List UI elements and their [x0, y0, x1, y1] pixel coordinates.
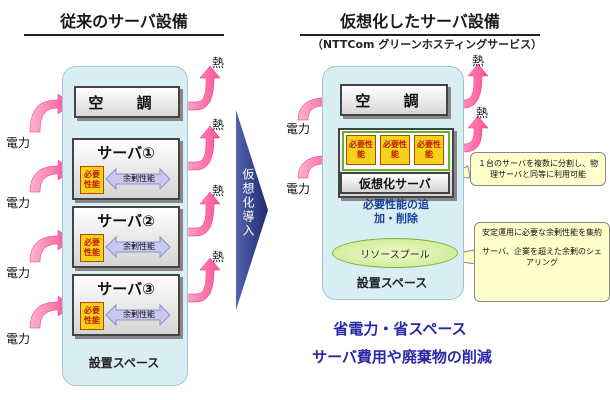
increase-decrease-label: 必要性能の追加・削除 [363, 198, 429, 225]
callout-surplus-sharing: 安定運用に必要な余剰性能を集約 サーバ、企業を超えた余剰のシェアリング [474, 222, 610, 302]
benefit-power-space: 省電力・省スペース [333, 320, 467, 338]
server-1-surplus-arrow [105, 167, 171, 191]
left-heat-label-3: 熱 [212, 184, 225, 198]
right-subtitle: （NTTCom グリーンホスティングサービス） [311, 38, 543, 51]
left-heat-label-2: 熱 [212, 118, 225, 132]
left-heat-arrows [179, 65, 221, 303]
server-2-surplus-label: 余剰性能 [123, 242, 155, 251]
heat-arrow-s2 [179, 191, 221, 237]
heat-arrow-right-server [451, 115, 489, 153]
resource-pool: リソースプール [332, 238, 458, 268]
vm-need-box-2: 必要性能 [380, 135, 410, 165]
left-heat-label-1: 熱 [212, 56, 225, 70]
left-server-1: サーバ① 必要性能 余剰性能 [72, 138, 180, 200]
left-power-label-1: 電力 [6, 136, 31, 150]
heat-arrow-ac [179, 65, 221, 111]
server-1-need-box: 必要性能 [80, 166, 104, 194]
left-ac-label: 空 調 [88, 93, 166, 112]
server-2-title: サーバ② [97, 212, 155, 230]
callout-split-server: １台のサーバを複数に分割し、物理サーバと同等に利用可能 [470, 152, 606, 186]
left-power-label-4: 電力 [6, 332, 31, 346]
callout-surplus-line2: サーバ、企業を超えた余剰のシェアリング [482, 247, 602, 267]
virtualized-server-label: 仮想化サーバ [340, 172, 450, 194]
right-heat-label-2: 熱 [476, 106, 489, 120]
server-3-title: サーバ③ [97, 280, 155, 298]
right-title: 仮想化したサーバ設備 [300, 8, 540, 36]
right-ac-label: 空 調 [355, 91, 433, 110]
server-1-title: サーバ① [97, 144, 155, 162]
left-server-2: サーバ② 必要性能 余剰性能 [72, 206, 180, 268]
left-install-label: 設置スペース [88, 356, 160, 370]
left-server-3: サーバ③ 必要性能 余剰性能 [72, 274, 180, 336]
right-power-label-1: 電力 [286, 122, 311, 136]
right-power-label-2: 電力 [286, 182, 311, 196]
left-power-label-3: 電力 [6, 266, 31, 280]
left-heat-label-4: 熱 [212, 250, 225, 264]
server-3-surplus-arrow [105, 303, 171, 327]
vm-need-box-1: 必要性能 [346, 135, 376, 165]
server-3-need-box: 必要性能 [80, 302, 104, 330]
virtualization-big-arrow [236, 110, 268, 310]
heat-arrow-s3 [179, 257, 221, 303]
right-install-label: 設置スペース [356, 276, 428, 290]
vm-need-box-3: 必要性能 [414, 135, 444, 165]
left-power-label-2: 電力 [6, 196, 31, 210]
right-heat-label-1: 熱 [472, 54, 485, 68]
virtualization-arrow-label: 仮想化導入 [241, 168, 255, 238]
left-title: 従来のサーバ設備 [24, 8, 224, 36]
heat-arrow-right-ac [447, 63, 489, 109]
benefit-cost-waste: サーバ費用や廃棄物の削減 [312, 348, 492, 366]
right-ac-box: 空 調 [340, 84, 448, 116]
heat-arrow-s1 [179, 125, 221, 171]
left-ac-box: 空 調 [74, 86, 180, 118]
server-3-surplus-label: 余剰性能 [123, 310, 155, 319]
server-1-surplus-label: 余剰性能 [123, 174, 155, 183]
right-heat-arrows [447, 63, 489, 153]
server-2-surplus-arrow [105, 235, 171, 259]
server-2-need-box: 必要性能 [80, 234, 104, 262]
callout-surplus-line1: 安定運用に必要な余剰性能を集約 [482, 228, 602, 237]
